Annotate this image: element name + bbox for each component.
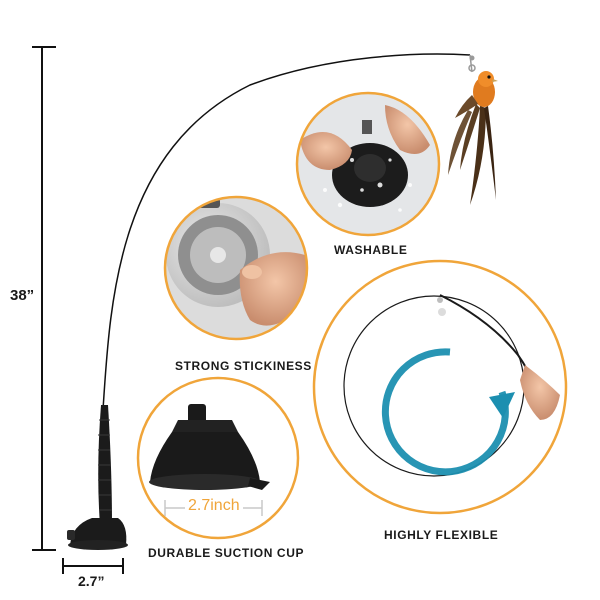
width-dimension-line [62,558,124,574]
washable-label: WASHABLE [334,243,408,257]
suction-label: DURABLE SUCTION CUP [148,546,305,560]
stickiness-photo [163,195,309,341]
height-dimension-line [32,46,56,551]
bird-toy [448,54,498,205]
base-suction-cup [67,518,128,550]
wand-wire [102,53,471,411]
washable-photo [295,91,441,237]
flexible-photo [312,259,568,515]
suction-cup-photo [136,376,300,540]
flexible-label: HIGHLY FLEXIBLE [384,528,499,542]
stickiness-label: STRONG STICKINESS [175,359,312,373]
width-label: 2.7” [78,573,105,589]
cup-width-label: 2.7inch [185,497,243,515]
height-label: 38” [10,287,35,304]
spring-rod [98,405,112,525]
